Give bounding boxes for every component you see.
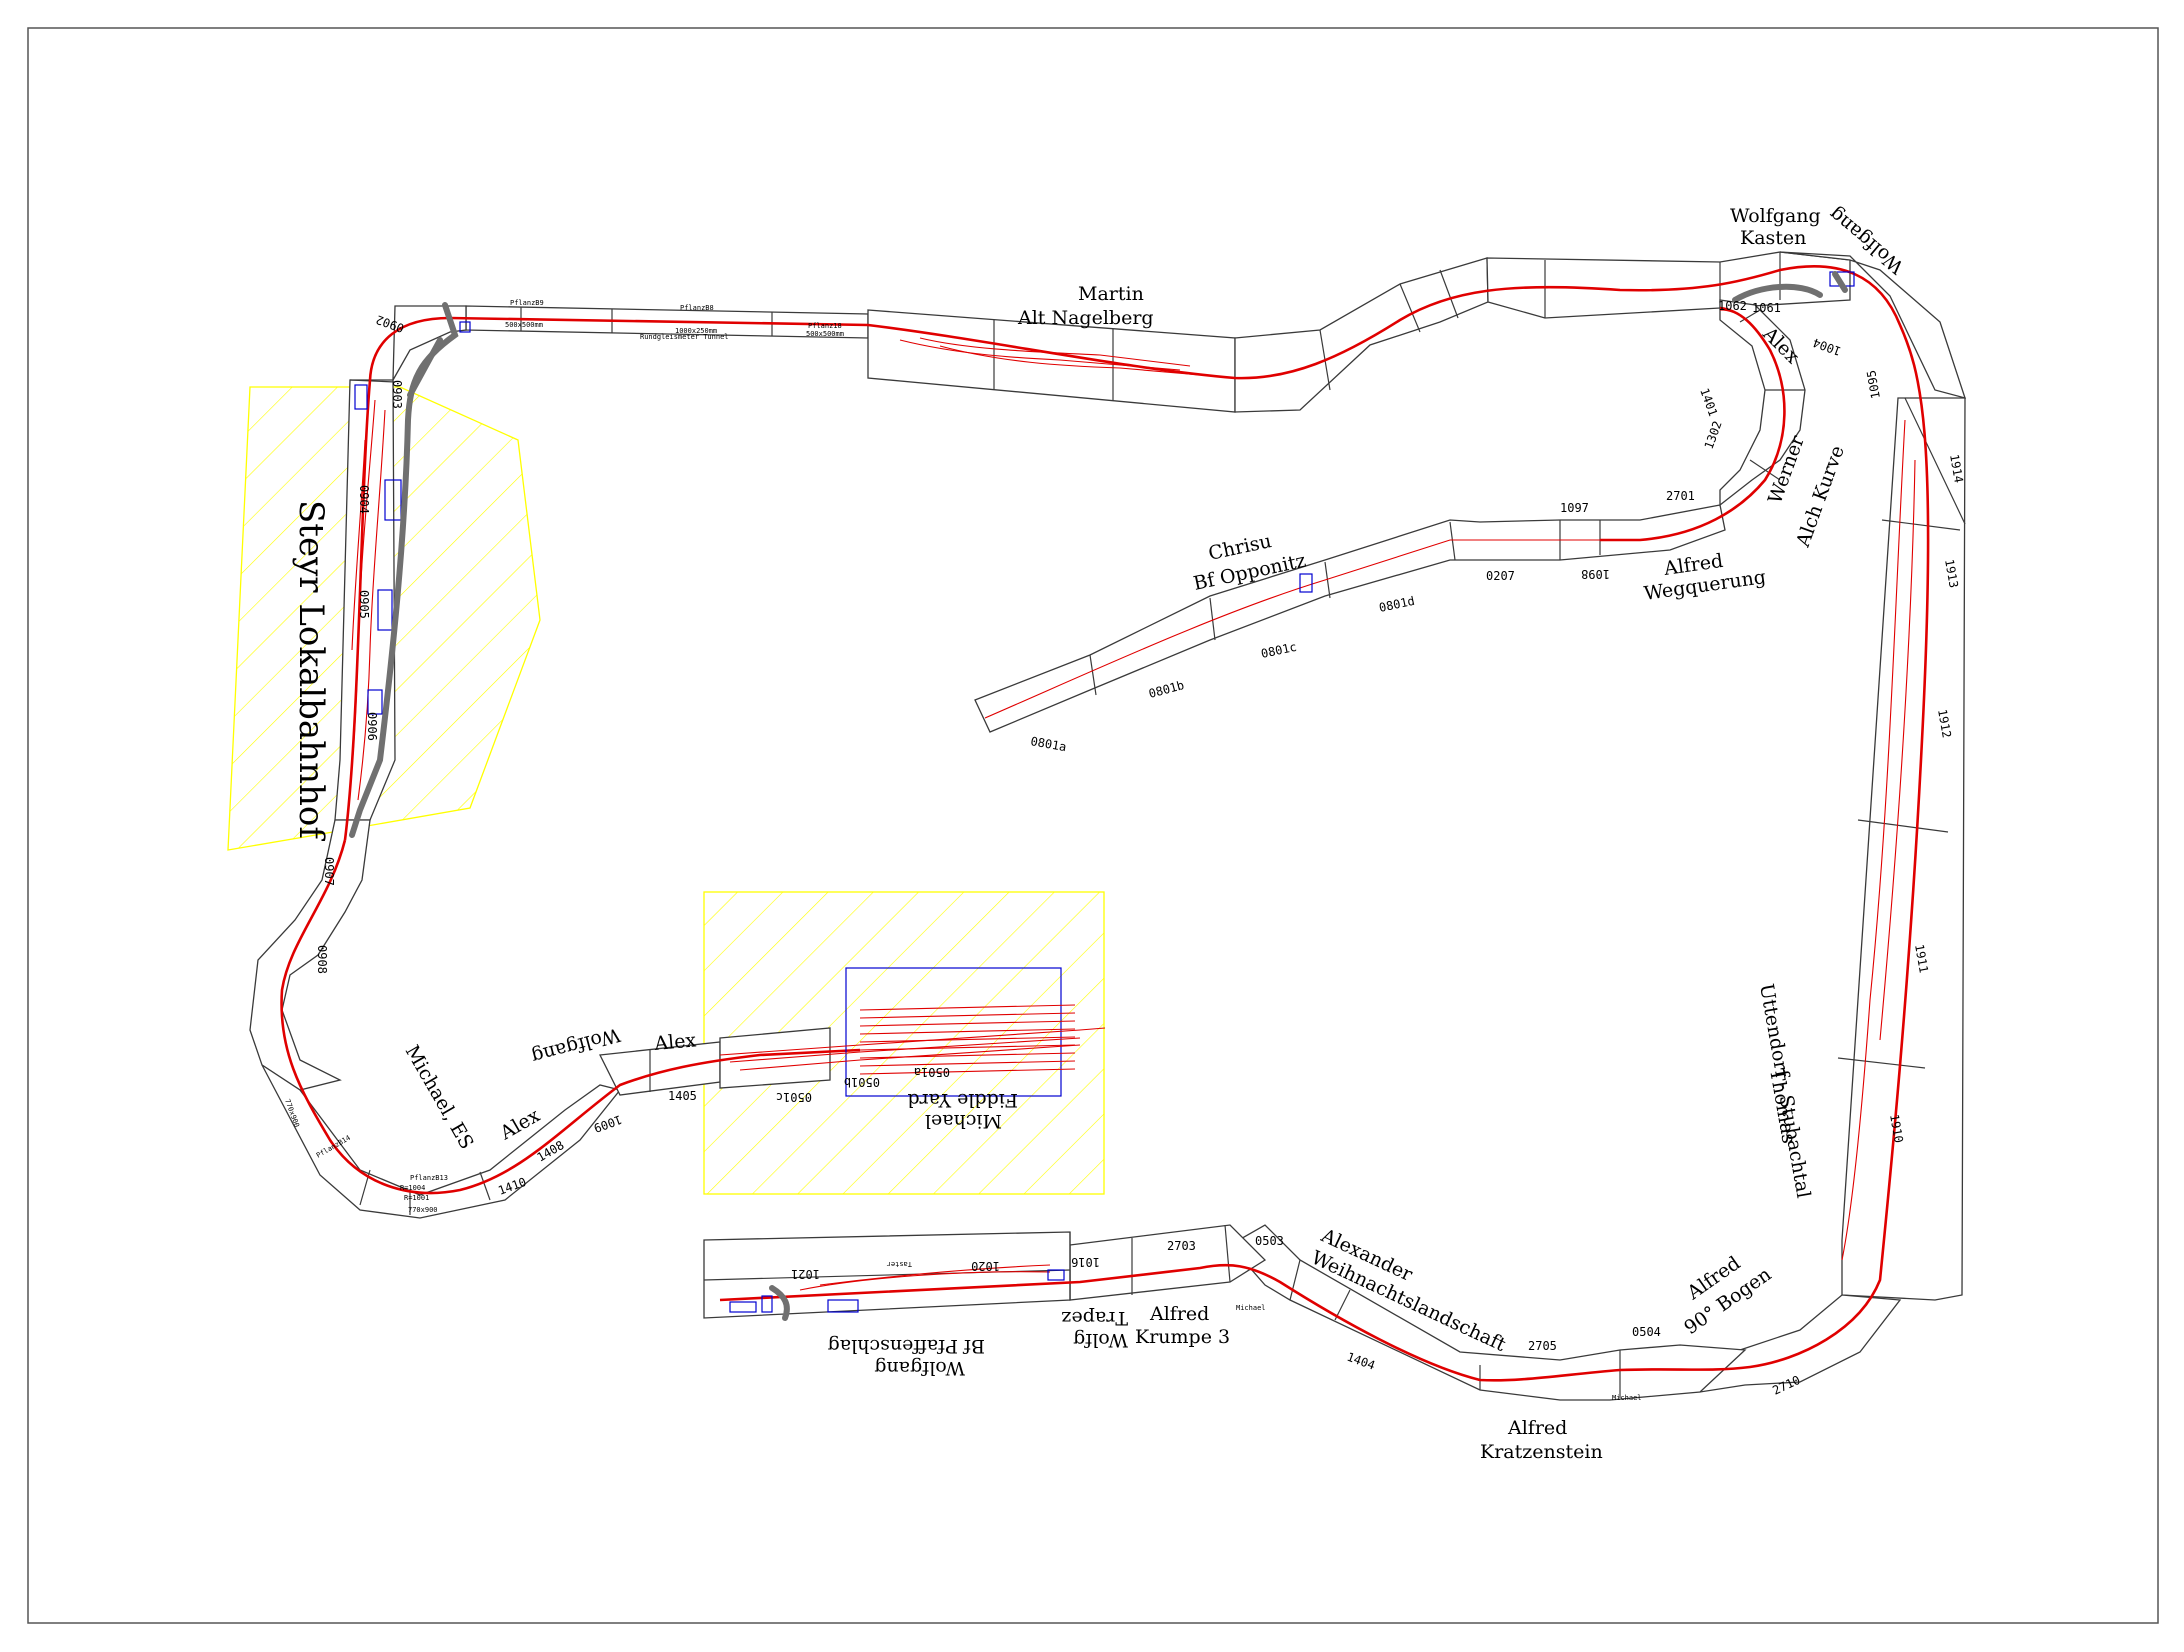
steyr-yard-tracks [349,399,386,801]
module-number: 1405 [668,1089,697,1103]
road-steyr-2 [407,337,443,398]
module-number: 1914 [1947,453,1966,484]
owner-label: Wolfg [1073,1329,1128,1351]
small-note: Rundgleismeter Tunnel [640,333,729,341]
module-number: 0908 [315,945,329,974]
module-number: 1097 [1560,501,1589,515]
small-note: 500x500mm [505,321,543,329]
module-weihnacht [1228,1224,1747,1401]
module-number: 1021 [791,1267,820,1281]
module-note: Taster [887,1260,912,1268]
module-number: 2701 [1666,489,1695,503]
module-number: 0504 [1632,1325,1661,1339]
station-label: Fiddle Yard [907,1089,1018,1111]
module-number: 1404 [1345,1350,1377,1373]
steyr-buildings [354,271,1855,715]
small-note: 500x500mm [806,330,844,338]
station-label: Uttendorf - Stubachtal [1755,982,1814,1200]
module-number: 1016 [1071,1255,1100,1269]
module-number: 1095 [1864,369,1883,400]
module-number: 1020 [971,1259,1000,1273]
station-label: Alt Nagelberg [1017,307,1154,329]
module-number: 0801b [1147,678,1186,701]
module-number: 1061 [1752,301,1781,315]
small-note: R=1001 [404,1194,429,1202]
pfaffenschlag-tracks [729,1264,1065,1313]
small-note: Pflanz18 [808,322,842,330]
road-kasten-2 [1832,271,1848,293]
module-number: 0207 [1486,569,1515,583]
owner-label: Wolfgang [874,1357,965,1379]
module-number: 1302 [1702,419,1725,451]
module-number: 0501b [844,1075,880,1089]
module-number: 0501a [914,1065,950,1079]
fiddle-yard-tracks [719,967,1106,1097]
module-number: 1098 [1581,567,1610,581]
module-number: 0904 [357,485,371,514]
owner-label: Michael, ES [401,1042,478,1153]
uttendorf-siding [1841,419,1906,1261]
station-label: Krumpe 3 [1135,1326,1230,1348]
left-loop-track [280,839,861,1195]
module-number: 2703 [1167,1239,1196,1253]
road-pf [769,1285,790,1321]
owner-label: Michael [925,1110,1002,1132]
module-number: 1401 [1697,386,1720,418]
module-number: 1913 [1942,558,1961,589]
opponitz-track-main [1600,306,1786,542]
module-number: 1912 [1935,708,1954,739]
module-number: 0903 [390,380,404,409]
module-owner: Michael [1236,1304,1266,1312]
small-note: PflanzB8 [680,304,714,312]
owner-label: Alfred [1149,1303,1209,1325]
station-label: Kratzenstein [1480,1441,1603,1463]
module-number: 0801a [1029,734,1067,754]
module-number: 1910 [1887,1113,1906,1144]
module-alch-kurve [1719,299,1806,507]
module-number: 0905 [357,590,371,619]
module-top-right [1486,251,1851,319]
road-kasten [1732,283,1823,303]
module-number: 1062 [1718,299,1747,313]
small-note: PflanzB13 [410,1174,448,1182]
module-uttendorf [1841,397,1966,1301]
owner-label: Alex [653,1029,698,1055]
module-number: 0503 [1255,1234,1284,1248]
module-owner: Michael [1612,1394,1642,1402]
uttendorf-siding-2 [1879,459,1916,1041]
module-number: 0801c [1260,640,1298,661]
module-opponitz [974,504,1726,733]
drawing-frame [27,27,2159,1624]
module-climb [1234,257,1489,413]
module-number: 0906 [365,712,379,741]
main-track [343,265,1930,1382]
small-note: R=1004 [400,1184,425,1192]
module-left-lower [249,819,371,1091]
module-number: 0907 [322,857,336,886]
owner-label: Alfred [1507,1417,1567,1439]
station-label: Steyr Lokalbahnhof [291,500,331,841]
module-number: 1004 [1811,335,1843,358]
small-note: PflanzB9 [510,299,544,307]
module-number: 0801d [1378,594,1416,615]
owner-label: Trapez [1062,1307,1129,1329]
owner-label: Martin [1078,283,1144,305]
module-number: 0501c [776,1090,812,1104]
module-number: 2705 [1528,1339,1557,1353]
owner-label: Wolfgang [1730,205,1821,227]
station-label: Bf Pfaffenschlag [828,1335,985,1357]
small-note: 770x900 [408,1206,438,1214]
module-curve-bottom [261,1064,622,1219]
alt-nagelberg-sidings [899,337,1201,376]
small-note: 1000x250mm [675,327,717,335]
module-number: 1911 [1912,943,1931,974]
station-label: Kasten [1740,227,1806,249]
